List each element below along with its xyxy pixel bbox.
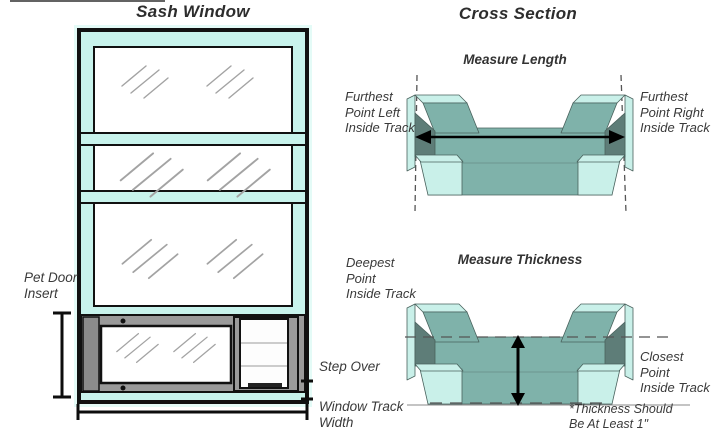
label-deepest-point: Deepest Point Inside Track	[346, 255, 416, 301]
track-cross-section-shape-2	[406, 303, 634, 405]
insert-glass-panel	[99, 324, 233, 385]
label-furthest-point-right: Furthest Point Right Inside Track	[640, 89, 710, 135]
label-step-over: Step Over	[319, 359, 380, 374]
length-measure-arrow	[415, 130, 625, 144]
screw-bottom	[120, 385, 126, 391]
track-width-dimension	[76, 404, 309, 420]
bottom-pane	[93, 202, 293, 307]
thickness-cross-section-drawing	[405, 303, 690, 406]
pet-door-insert	[80, 314, 306, 393]
top-pane	[93, 46, 293, 134]
thickness-footnote: *Thickness Should Be At Least 1"	[569, 402, 673, 431]
left-extent-dashed-line	[414, 74, 418, 214]
length-cross-section-drawing	[406, 74, 634, 214]
flap-threshold	[248, 383, 282, 387]
insert-side-spacer	[82, 316, 100, 392]
top-crop-artifact	[10, 0, 165, 2]
label-pet-door-insert: Pet Door Insert	[24, 270, 78, 301]
cross-section-title: Cross Section	[458, 4, 578, 23]
sash-rail-upper	[79, 132, 307, 146]
sash-rail-meeting	[79, 190, 307, 204]
window-panes	[79, 46, 307, 307]
measure-thickness-title: Measure Thickness	[457, 252, 583, 267]
track-cross-section-shape	[406, 94, 634, 196]
pet-flap	[239, 318, 289, 389]
thickness-measure-arrow	[511, 335, 525, 406]
label-closest-point: Closest Point Inside Track	[640, 349, 710, 395]
step-over-dimension	[301, 379, 313, 401]
label-furthest-point-left: Furthest Point Left Inside Track	[345, 89, 415, 135]
sash-window-title: Sash Window	[136, 2, 250, 21]
measure-length-title: Measure Length	[463, 52, 567, 67]
screw-top	[120, 318, 126, 324]
label-window-track-width: Window Track Width	[319, 399, 404, 430]
pet-door-height-dimension	[53, 311, 71, 399]
sash-window-drawing	[53, 25, 313, 420]
